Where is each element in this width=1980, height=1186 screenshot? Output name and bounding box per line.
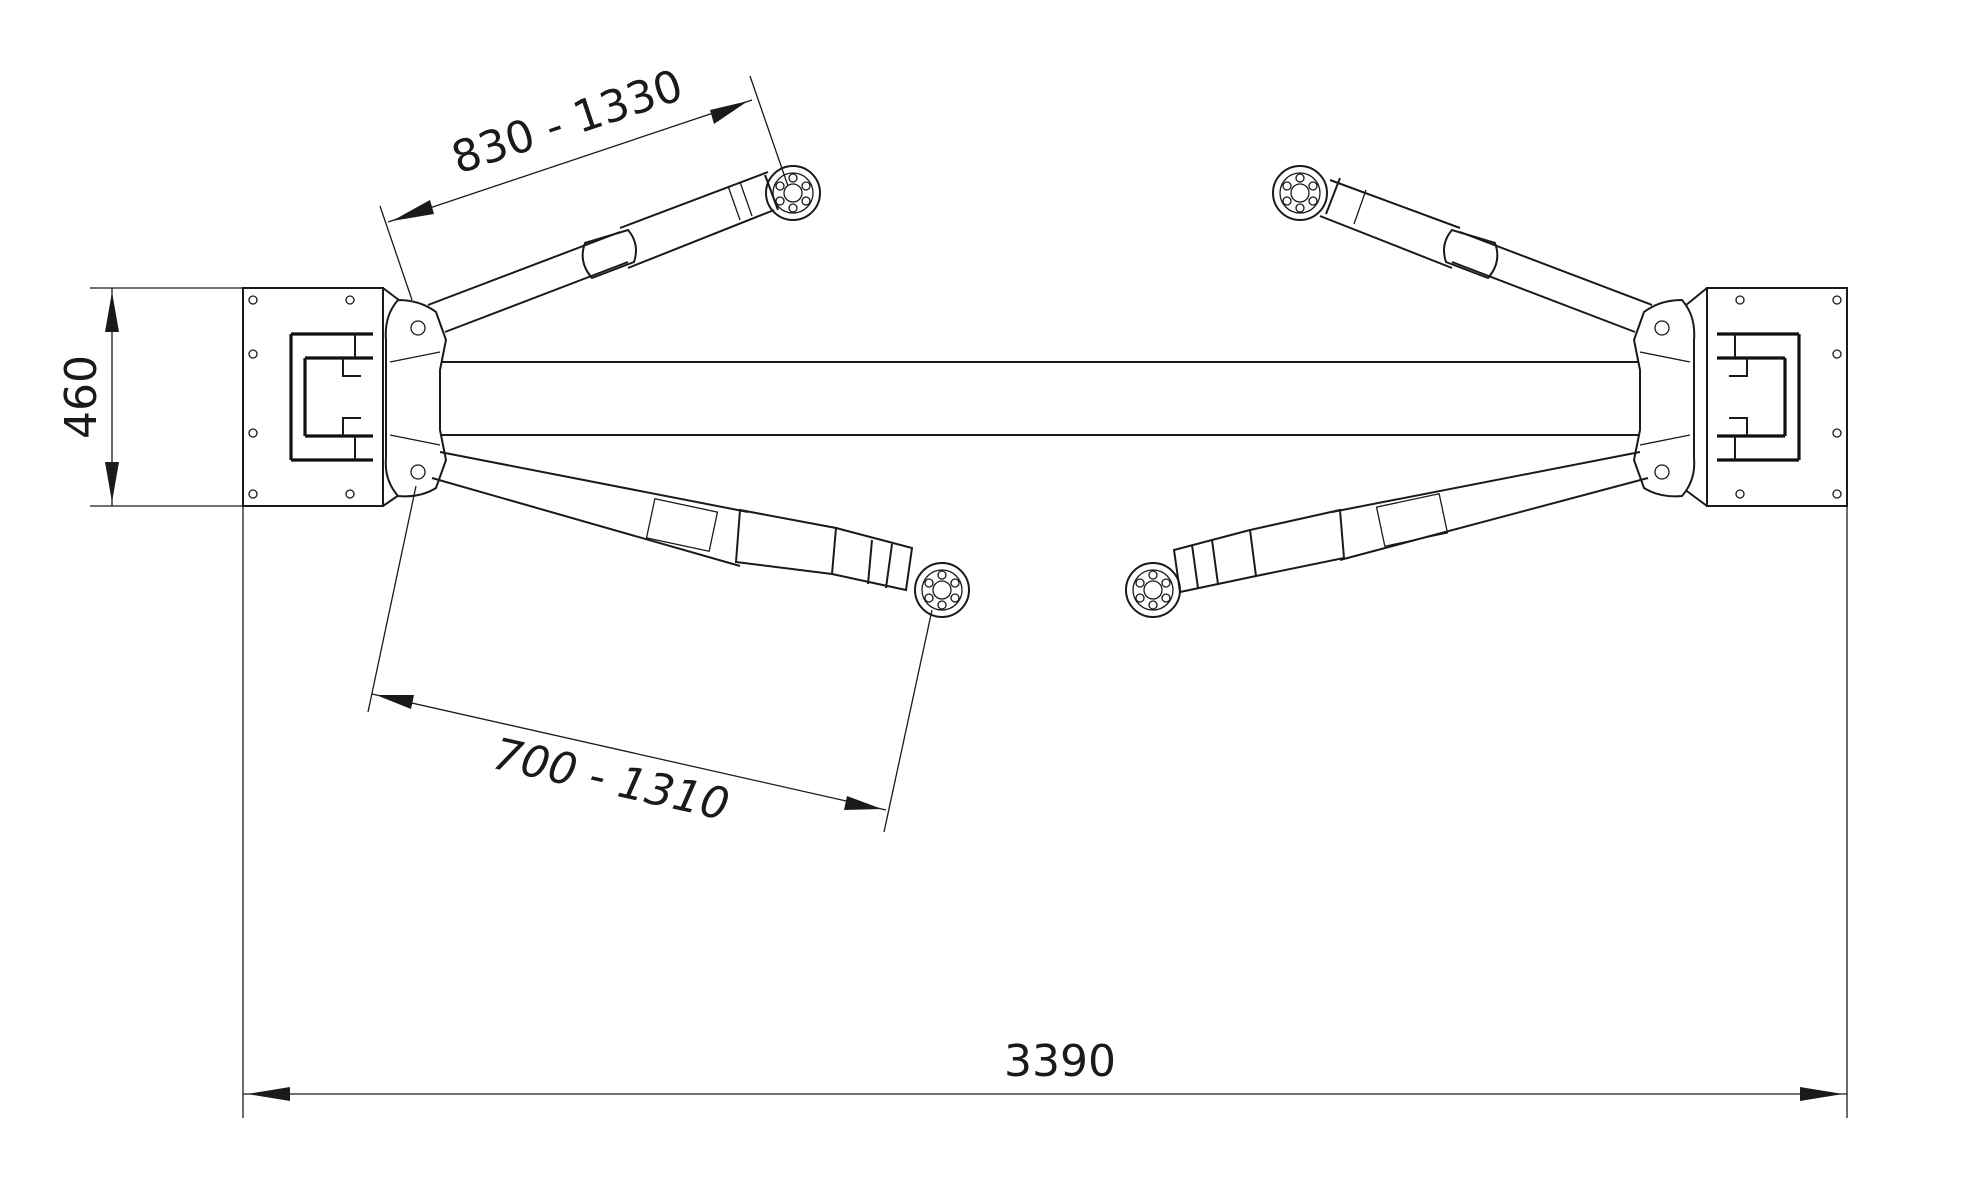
dimension-rear-arm-reach: 700 - 1310 [367, 485, 933, 833]
dimension-column-depth-label: 460 [56, 355, 107, 439]
dimension-overall-width: 3390 [242, 288, 1848, 1118]
dimension-overall-width-label: 3390 [1004, 1036, 1116, 1087]
right-rear-arm [1125, 451, 1649, 618]
left-carriage [384, 298, 448, 498]
cross-beam [430, 361, 1650, 436]
dimension-front-arm-reach-label: 830 - 1330 [446, 60, 690, 184]
dimension-column-depth: 460 [56, 287, 243, 507]
right-front-arm [1272, 165, 1653, 333]
right-column [1679, 286, 1849, 508]
left-front-arm [427, 165, 821, 333]
left-rear-arm [431, 451, 970, 618]
dimension-rear-arm-reach-label: 700 - 1310 [489, 729, 734, 831]
right-carriage [1632, 298, 1696, 498]
